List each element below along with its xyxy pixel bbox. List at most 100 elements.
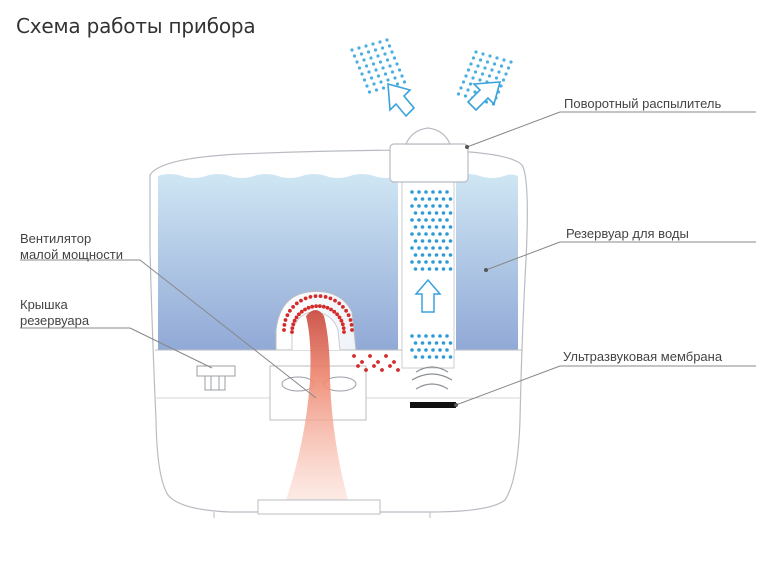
warm-dot [282, 328, 286, 332]
mist-dot [438, 190, 442, 194]
mist-dot [362, 58, 366, 62]
mist-dot [420, 341, 425, 345]
mist-dot [410, 232, 414, 236]
mist-dot [485, 60, 490, 64]
mist-dot [424, 190, 428, 194]
mist-dot [438, 232, 442, 236]
leader-membrane [455, 365, 561, 406]
mist-dot [417, 348, 421, 352]
mist-dot [359, 52, 364, 56]
mist-dot [487, 74, 492, 78]
warm-dot [335, 312, 339, 317]
ultrasound-waves-icon [411, 366, 453, 390]
warm-dot [313, 294, 318, 298]
warm-dot [299, 309, 304, 314]
warm-dot [341, 305, 345, 309]
mist-dot [499, 84, 503, 88]
warm-dot [290, 330, 294, 334]
mist-dot [438, 246, 442, 250]
warm-dot [294, 315, 299, 320]
mist-dot [420, 267, 425, 271]
mist-dot [434, 253, 439, 257]
mist-dot [448, 211, 453, 215]
warm-dot [339, 318, 344, 323]
label-lid-line2: резервуара [20, 313, 90, 328]
warm-dot [348, 318, 353, 322]
mist-dot [413, 267, 418, 271]
mist-dot [476, 64, 480, 68]
warm-dot [364, 368, 368, 372]
mist-dot [420, 197, 425, 201]
mist-dot [441, 341, 446, 345]
mist-dot [413, 253, 418, 257]
mist-dot [441, 355, 446, 359]
warm-dot [332, 309, 337, 314]
mist-dot [374, 88, 379, 92]
warm-dot [294, 301, 299, 306]
mist-dot [427, 341, 432, 345]
mist-dot [445, 218, 449, 222]
mist-dot [395, 62, 399, 66]
warm-dot [290, 326, 295, 330]
mist-dot [502, 58, 506, 62]
warm-dot [318, 304, 322, 308]
mist-dot [364, 44, 368, 48]
warm-dot [314, 304, 318, 308]
mist-dot [456, 92, 461, 96]
mist-dot [434, 267, 439, 271]
mist-dot [367, 90, 372, 94]
mist-dot [410, 348, 414, 352]
mist-dot [438, 260, 442, 264]
mist-dot [427, 225, 432, 229]
leader-sprayer [466, 111, 561, 148]
mist-dot [434, 197, 439, 201]
mist-dot [445, 204, 449, 208]
mist-dot [366, 50, 371, 54]
warm-dot [342, 330, 346, 334]
mist-dot [434, 211, 439, 215]
mist-dot [360, 72, 364, 76]
mist-dot [386, 78, 390, 82]
mist-dot [461, 80, 466, 84]
mist-dot [448, 341, 453, 345]
warm-dot [299, 298, 303, 303]
warm-dot [310, 304, 315, 309]
warm-dot [392, 360, 396, 364]
warm-dot [292, 318, 297, 323]
mist-dot [400, 74, 404, 78]
mist-dot [445, 348, 449, 352]
label-low-power-fan: Вентилятор малой мощности [20, 231, 123, 263]
mist-dot [410, 204, 414, 208]
mist-dot [369, 76, 374, 80]
warm-dot [303, 296, 308, 301]
mist-dot [466, 68, 471, 72]
mist-dot [410, 334, 414, 338]
mist-dot [424, 204, 428, 208]
mist-dot [445, 232, 449, 236]
warm-dot [380, 368, 384, 372]
mist-dot [501, 78, 506, 82]
label-water-reservoir: Резервуар для воды [566, 226, 689, 241]
mist-dot [417, 246, 421, 250]
mist-dot [383, 52, 387, 56]
mist-dot [431, 348, 435, 352]
mist-dot [468, 82, 473, 86]
warm-dot [325, 305, 330, 310]
warm-dot [341, 326, 346, 330]
mist-dot [448, 239, 453, 243]
mist-dot [371, 62, 376, 66]
mist-dot [490, 68, 494, 72]
mist-dot [474, 50, 478, 54]
warm-dot [346, 313, 351, 318]
warm-dot [384, 354, 388, 358]
mist-dot [362, 78, 367, 82]
mist-dot [410, 218, 414, 222]
mist-dot [464, 74, 468, 78]
mist-dot [441, 211, 446, 215]
mist-dot [417, 334, 421, 338]
mist-dot [392, 56, 397, 60]
mist-dot [434, 355, 439, 359]
mist-dot [459, 86, 463, 90]
mist-dot [373, 48, 378, 52]
mist-dot [431, 218, 435, 222]
